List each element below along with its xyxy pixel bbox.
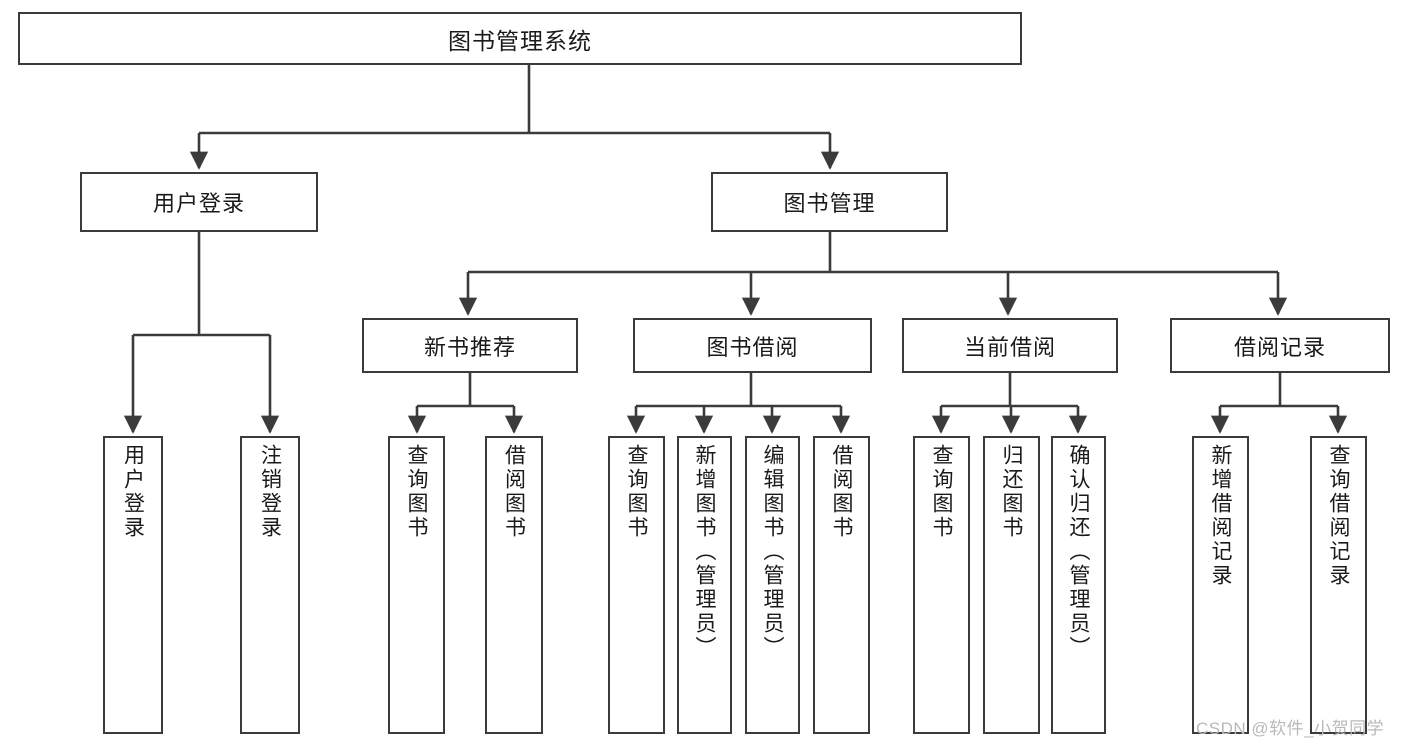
node-leaf-query-book-borrow-label: 查询图书: [625, 444, 648, 540]
node-leaf-borrow-book-new-label: 借阅图书: [502, 444, 526, 540]
node-book-borrow-label: 图书借阅: [706, 334, 799, 360]
node-new-book-recommend-label: 新书推荐: [423, 334, 516, 360]
node-leaf-logout-login-label: 注销登录: [258, 444, 282, 540]
node-leaf-add-book-admin-label: 新增图书（管理员）: [693, 444, 716, 660]
node-book-manage[interactable]: 图书管理: [711, 172, 948, 232]
node-borrow-record[interactable]: 借阅记录: [1170, 318, 1390, 373]
node-leaf-query-book-new[interactable]: 查询图书: [388, 436, 445, 734]
node-leaf-query-book-new-label: 查询图书: [405, 444, 428, 540]
node-leaf-borrow-book-label: 借阅图书: [830, 444, 853, 540]
node-leaf-add-borrow-record-label: 新增借阅记录: [1209, 444, 1232, 588]
node-new-book-recommend[interactable]: 新书推荐: [362, 318, 578, 373]
node-leaf-user-login-label: 用户登录: [121, 444, 145, 540]
node-borrow-record-label: 借阅记录: [1233, 334, 1326, 360]
node-book-borrow[interactable]: 图书借阅: [633, 318, 872, 373]
node-leaf-user-login[interactable]: 用户登录: [103, 436, 163, 734]
node-leaf-confirm-return-admin-label: 确认归还（管理员）: [1067, 444, 1090, 660]
node-user-login-label: 用户登录: [152, 191, 245, 216]
node-leaf-query-borrow-record-label: 查询借阅记录: [1327, 444, 1350, 588]
node-leaf-edit-book-admin[interactable]: 编辑图书（管理员）: [745, 436, 800, 734]
node-leaf-edit-book-admin-label: 编辑图书（管理员）: [761, 444, 784, 660]
node-book-manage-label: 图书管理: [783, 191, 876, 216]
node-root-label: 图书管理系统: [448, 27, 592, 54]
node-user-login[interactable]: 用户登录: [80, 172, 318, 232]
node-current-borrow[interactable]: 当前借阅: [902, 318, 1118, 373]
node-leaf-return-book[interactable]: 归还图书: [983, 436, 1040, 734]
node-leaf-return-book-label: 归还图书: [1000, 444, 1023, 540]
node-leaf-logout-login[interactable]: 注销登录: [240, 436, 300, 734]
node-leaf-borrow-book[interactable]: 借阅图书: [813, 436, 870, 734]
node-leaf-add-book-admin[interactable]: 新增图书（管理员）: [677, 436, 732, 734]
node-leaf-query-book-current[interactable]: 查询图书: [913, 436, 970, 734]
node-leaf-query-borrow-record[interactable]: 查询借阅记录: [1310, 436, 1367, 734]
node-leaf-borrow-book-new[interactable]: 借阅图书: [485, 436, 543, 734]
node-leaf-query-book-borrow[interactable]: 查询图书: [608, 436, 665, 734]
node-leaf-confirm-return-admin[interactable]: 确认归还（管理员）: [1051, 436, 1106, 734]
node-leaf-add-borrow-record[interactable]: 新增借阅记录: [1192, 436, 1249, 734]
csdn-watermark: CSDN @软件_小贺同学: [1196, 719, 1385, 738]
node-current-borrow-label: 当前借阅: [963, 334, 1056, 360]
node-root[interactable]: 图书管理系统: [18, 12, 1022, 65]
node-leaf-query-book-current-label: 查询图书: [930, 444, 953, 540]
